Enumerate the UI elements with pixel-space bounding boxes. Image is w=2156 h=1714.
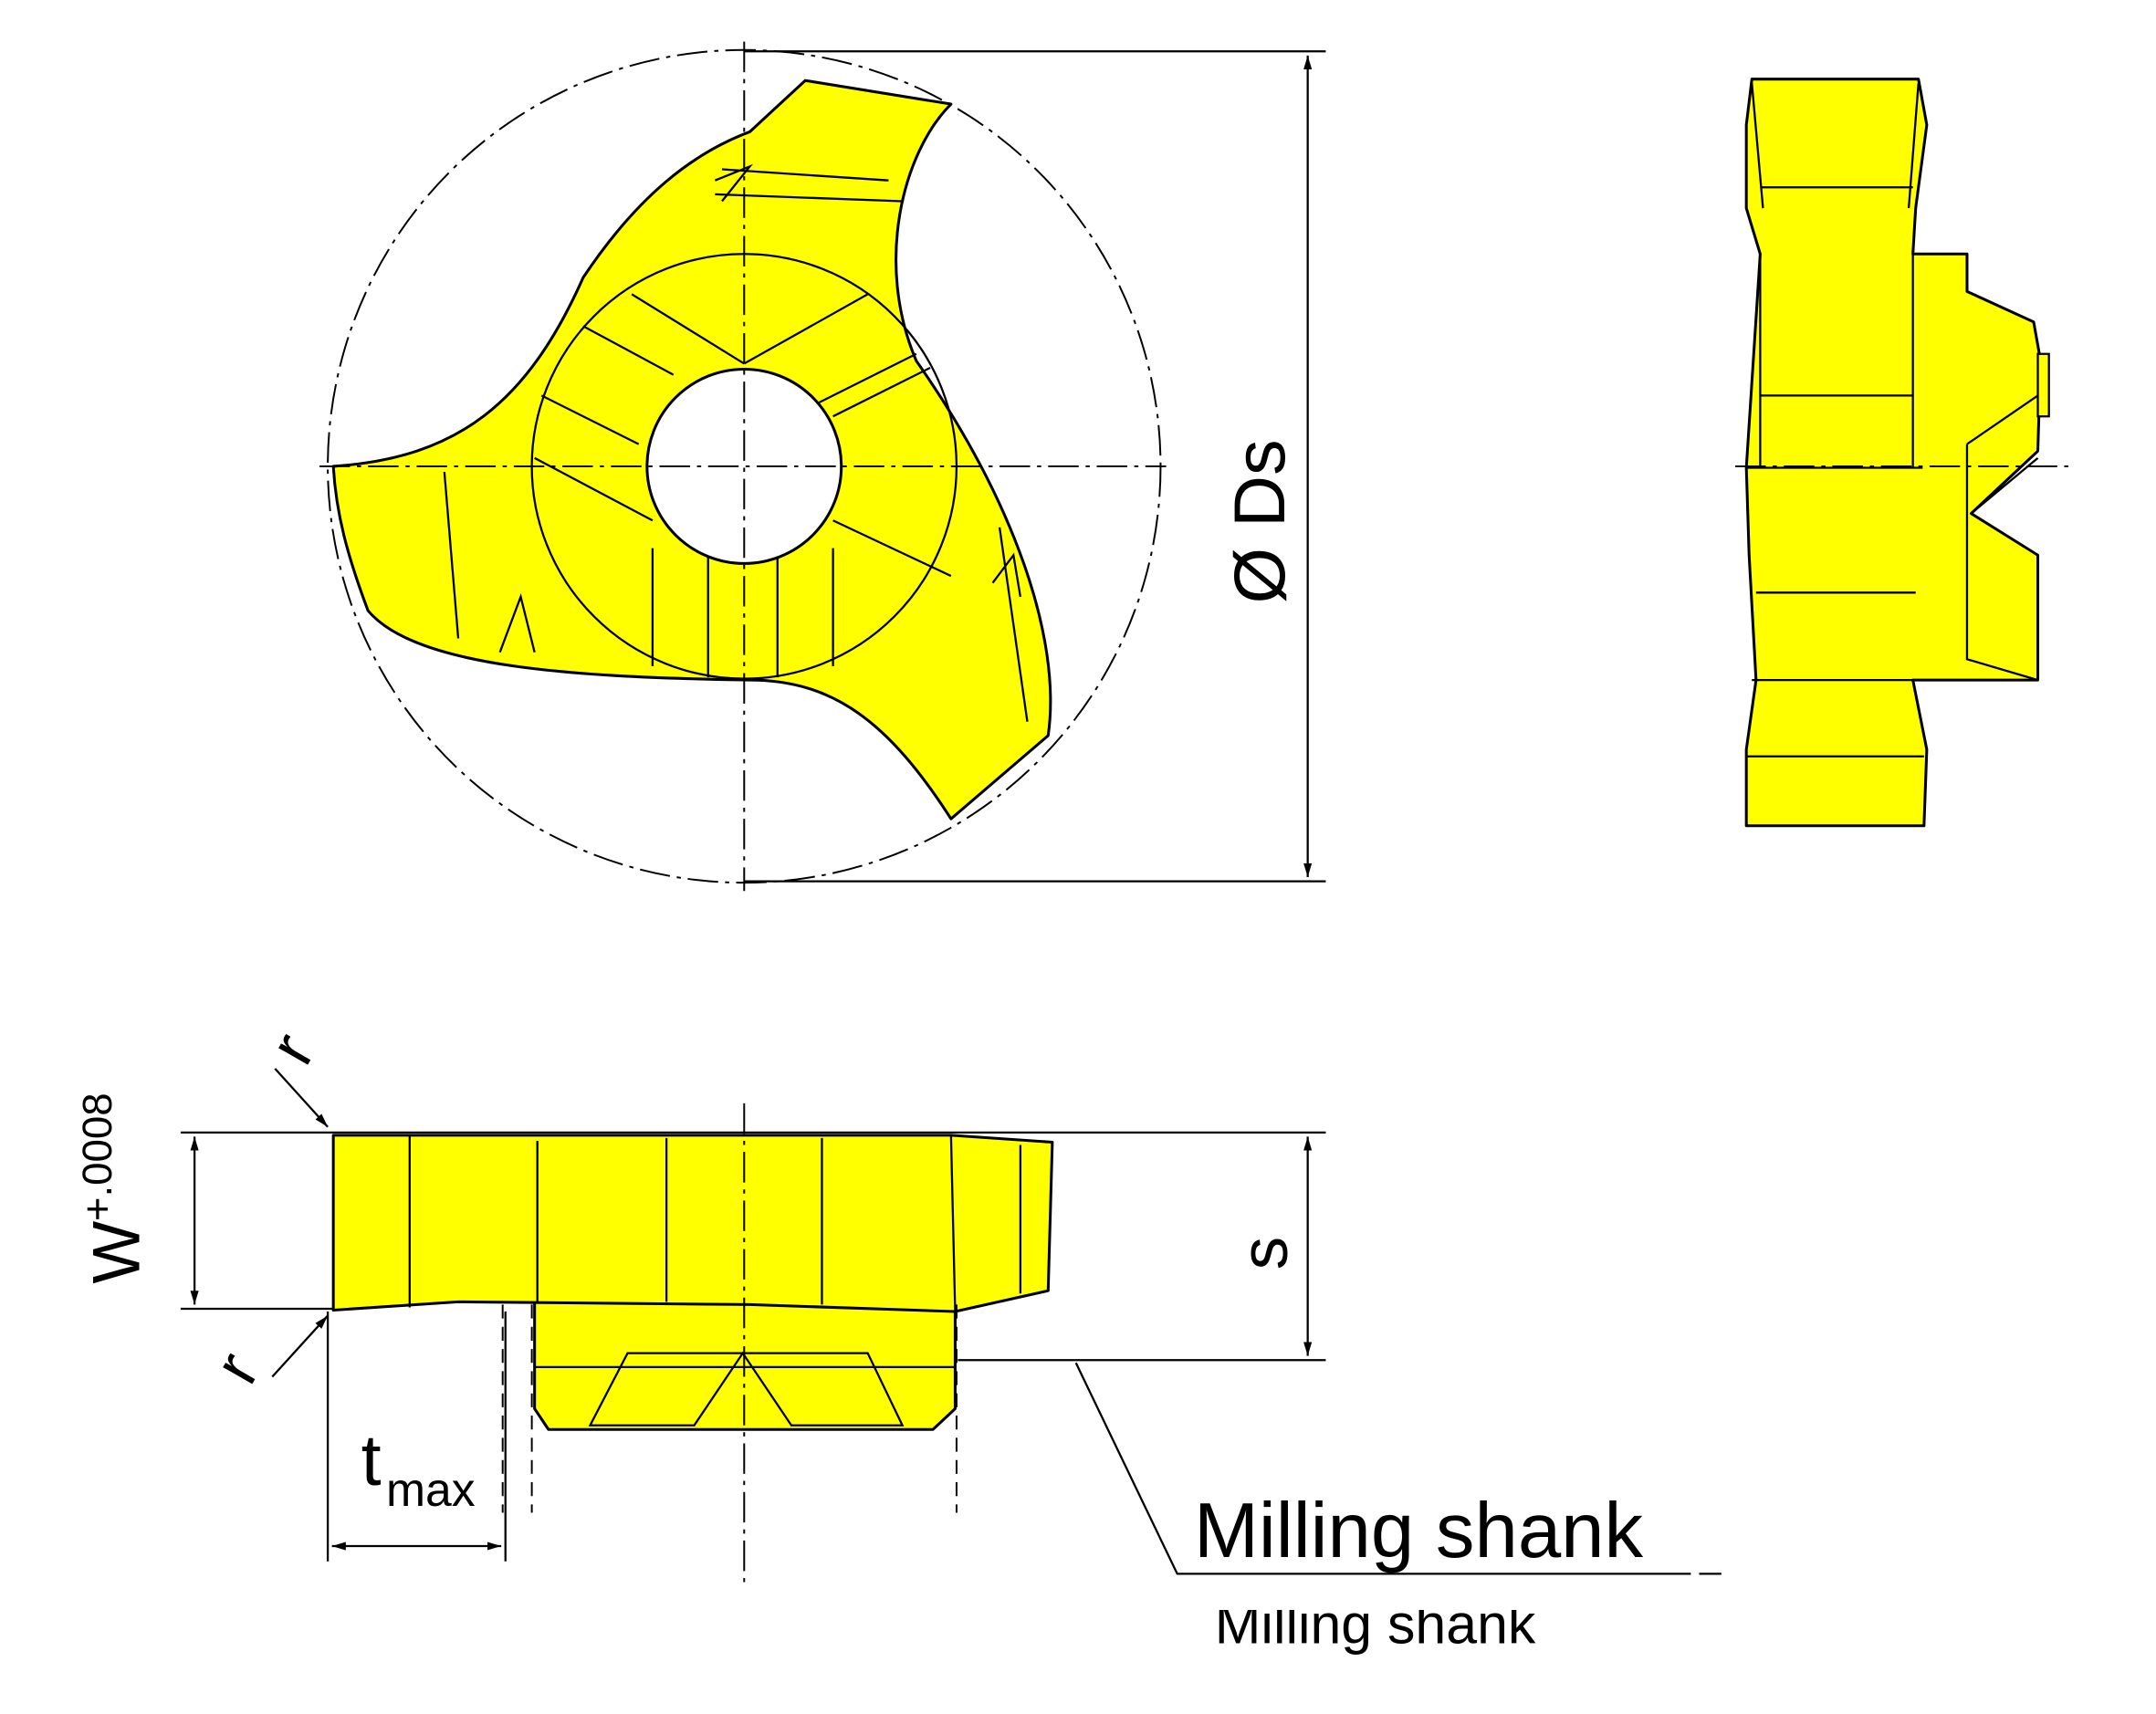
depth-label: t — [361, 1419, 382, 1500]
edge-view: r r W +.0008 s t max Milling shank Milli… — [74, 1021, 1722, 1655]
width-label: W — [79, 1221, 153, 1284]
shank-leader-line — [1074, 1362, 1722, 1575]
side-view — [1735, 78, 2076, 828]
radius-bottom-label: r — [200, 1341, 272, 1395]
shank-label-duplicate: Milling shank — [1215, 1593, 1536, 1655]
center-hole — [645, 367, 843, 565]
radius-top-label: r — [256, 1021, 328, 1075]
depth-subscript: max — [386, 1463, 476, 1516]
thickness-label: s — [1228, 1237, 1302, 1270]
shank-label: Milling shank — [1194, 1488, 1644, 1574]
diameter-label: Ø Ds — [1219, 439, 1300, 603]
front-view: Ø Ds — [319, 41, 1326, 892]
width-tolerance: +.0008 — [74, 1092, 120, 1221]
